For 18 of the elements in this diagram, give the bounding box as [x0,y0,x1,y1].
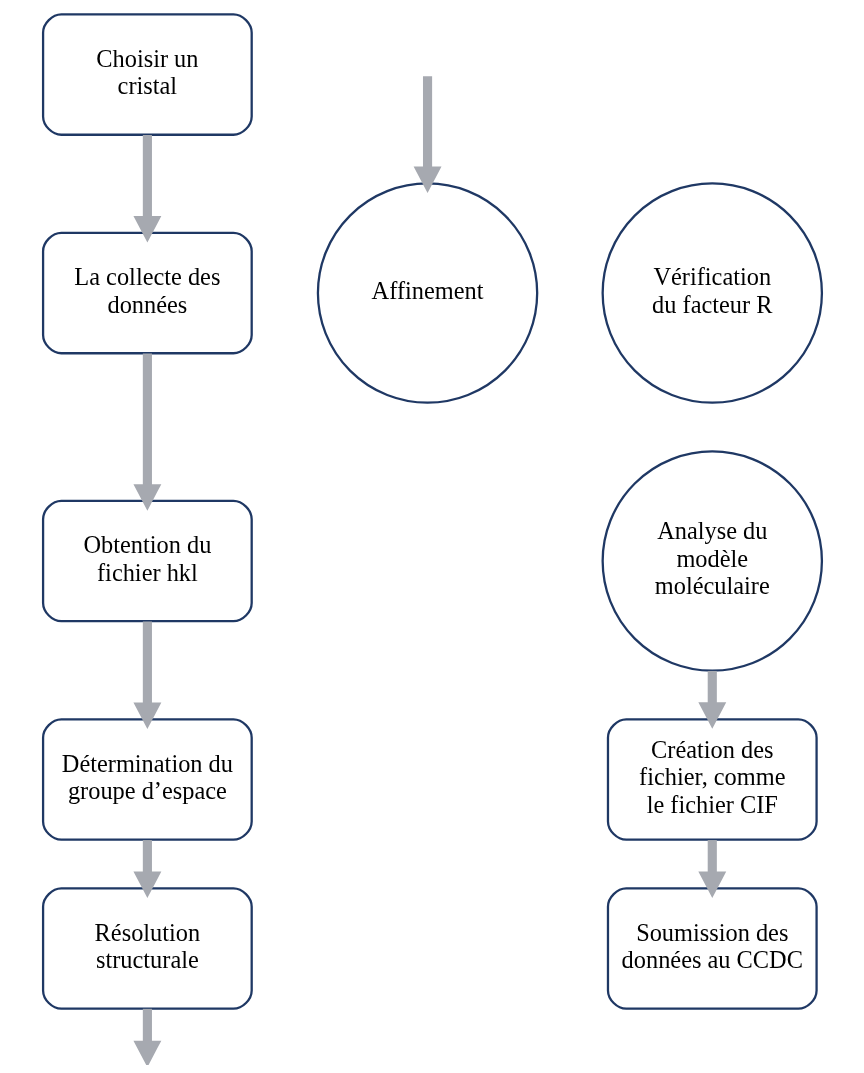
arrow [132,840,161,899]
node-box: Création des fichier, comme le fichier CIF [606,718,818,841]
node-box: Choisir un cristal [41,13,253,136]
arrow [132,621,161,730]
arrow [697,670,726,729]
node-box: Résolution structurale [41,887,253,1010]
node-box: Détermination du groupe d’espace [41,718,253,841]
arrow [132,1008,161,1065]
arrow [697,840,726,899]
node-circle: Analyse du modèle moléculaire [601,450,823,672]
node-circle: Affinement [316,182,538,404]
node-box: Soumission des données au CCDC [606,887,818,1010]
arrow [413,76,441,194]
node-box: La collecte des données [41,231,253,355]
node-box: Obtention du fichier hkl [41,499,253,623]
node-circle: Vérification du facteur R [601,182,823,404]
arrow [132,353,161,511]
arrow [132,135,161,243]
